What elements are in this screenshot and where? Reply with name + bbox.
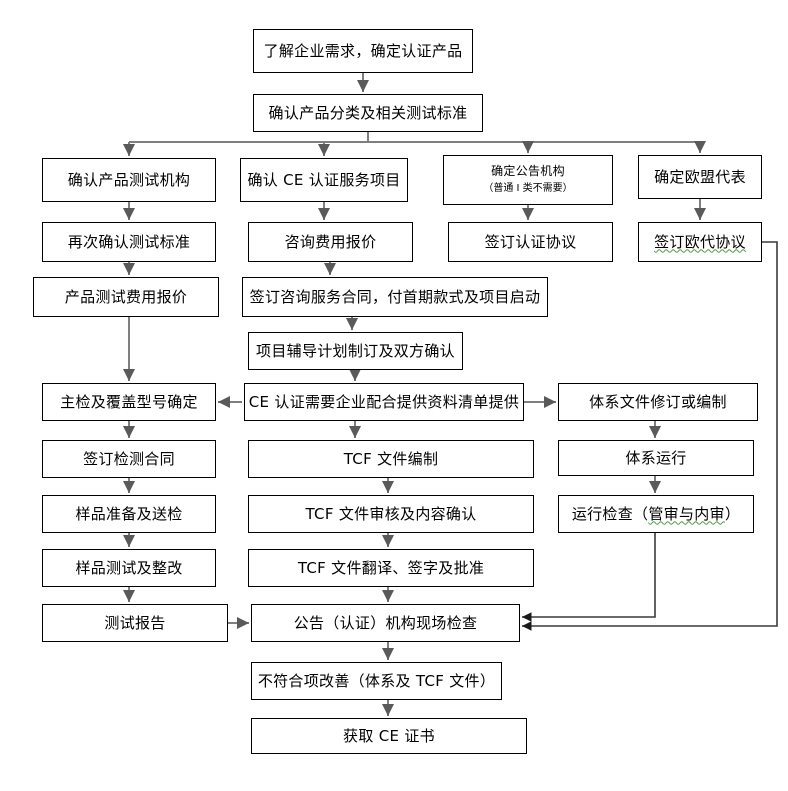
node-nonconformity-improvement[interactable]: 不符合项改善（体系及 TCF 文件） <box>251 662 502 700</box>
node-label: 运行检查（管审与内审） <box>571 504 741 523</box>
node-label: 确定公告机构 <box>491 164 565 179</box>
node-operation-inspection[interactable]: 运行检查（管审与内审） <box>558 495 754 533</box>
node-label: 咨询费用报价 <box>284 232 377 251</box>
node-label: 测试报告 <box>104 613 166 632</box>
node-sign-eu-rep-agreement[interactable]: 签订欧代协议 <box>638 222 762 262</box>
node-notified-body-onsite-audit[interactable]: 公告（认证）机构现场检查 <box>251 604 520 642</box>
node-label: 样品测试及整改 <box>75 558 183 577</box>
node-label: 公告（认证）机构现场检查 <box>293 613 478 632</box>
node-obtain-ce-certificate[interactable]: 获取 CE 证书 <box>251 718 527 754</box>
node-product-test-fee-quote[interactable]: 产品测试费用报价 <box>33 277 219 317</box>
node-system-operation[interactable]: 体系运行 <box>558 440 754 476</box>
node-label: 了解企业需求，确定认证产品 <box>263 41 463 60</box>
node-label: TCF 文件翻译、签字及批准 <box>297 558 485 577</box>
node-tcf-translation-signature-approval[interactable]: TCF 文件翻译、签字及批准 <box>248 549 534 587</box>
node-confirm-ce-service-items[interactable]: 确认 CE 认证服务项目 <box>240 158 408 202</box>
node-main-test-model-determination[interactable]: 主检及覆盖型号确定 <box>42 383 216 421</box>
node-confirm-test-lab[interactable]: 确认产品测试机构 <box>42 158 216 202</box>
node-label: 签订认证协议 <box>484 232 577 251</box>
node-label: 项目辅导计划制订及双方确认 <box>256 341 455 360</box>
node-label: CE 认证需要企业配合提供资料清单提供 <box>248 392 520 411</box>
node-sign-consulting-contract[interactable]: 签订咨询服务合同，付首期款式及项目启动 <box>242 277 548 317</box>
node-consulting-fee-quote[interactable]: 咨询费用报价 <box>248 222 413 262</box>
node-sample-prep-submission[interactable]: 样品准备及送检 <box>42 495 216 533</box>
node-tcf-review-confirmation[interactable]: TCF 文件审核及内容确认 <box>248 495 534 533</box>
node-label: 确认 CE 认证服务项目 <box>247 170 401 189</box>
node-test-report[interactable]: 测试报告 <box>42 604 228 642</box>
node-sign-certification-agreement[interactable]: 签订认证协议 <box>448 222 613 262</box>
node-sublabel: （普通 I 类不需要） <box>483 183 573 195</box>
node-label: 签订检测合同 <box>83 449 175 468</box>
node-label: 产品测试费用报价 <box>64 287 188 306</box>
node-label: 签订咨询服务合同，付首期款式及项目启动 <box>249 287 541 306</box>
node-project-plan-confirmation[interactable]: 项目辅导计划制订及双方确认 <box>248 332 463 370</box>
node-confirm-classification-standards[interactable]: 确认产品分类及相关测试标准 <box>253 94 483 132</box>
node-understand-requirements[interactable]: 了解企业需求，确定认证产品 <box>253 29 473 73</box>
node-determine-eu-representative[interactable]: 确定欧盟代表 <box>638 155 762 199</box>
node-label: 体系文件修订或编制 <box>589 392 727 411</box>
node-label: 确定欧盟代表 <box>654 167 746 186</box>
node-tcf-document-preparation[interactable]: TCF 文件编制 <box>248 440 534 478</box>
node-label: 获取 CE 证书 <box>343 726 435 745</box>
node-ce-required-document-list[interactable]: CE 认证需要企业配合提供资料清单提供 <box>244 383 524 421</box>
node-label: TCF 文件编制 <box>343 449 439 468</box>
node-sign-testing-contract[interactable]: 签订检测合同 <box>42 440 216 478</box>
node-label: 不符合项改善（体系及 TCF 文件） <box>257 671 496 690</box>
node-label: 确认产品分类及相关测试标准 <box>268 103 468 122</box>
node-label: 再次确认测试标准 <box>67 232 191 251</box>
node-label: 签订欧代协议 <box>654 232 746 251</box>
node-sample-test-rectification[interactable]: 样品测试及整改 <box>42 549 216 587</box>
node-reconfirm-test-standards[interactable]: 再次确认测试标准 <box>42 222 216 262</box>
node-label: 体系运行 <box>625 448 687 467</box>
node-label: 样品准备及送检 <box>75 504 183 523</box>
node-label: TCF 文件审核及内容确认 <box>305 504 477 523</box>
node-label: 主检及覆盖型号确定 <box>60 392 198 411</box>
node-label: 确认产品测试机构 <box>67 170 191 189</box>
node-determine-notified-body[interactable]: 确定公告机构 （普通 I 类不需要） <box>443 155 613 205</box>
node-system-doc-revision[interactable]: 体系文件修订或编制 <box>558 383 758 421</box>
